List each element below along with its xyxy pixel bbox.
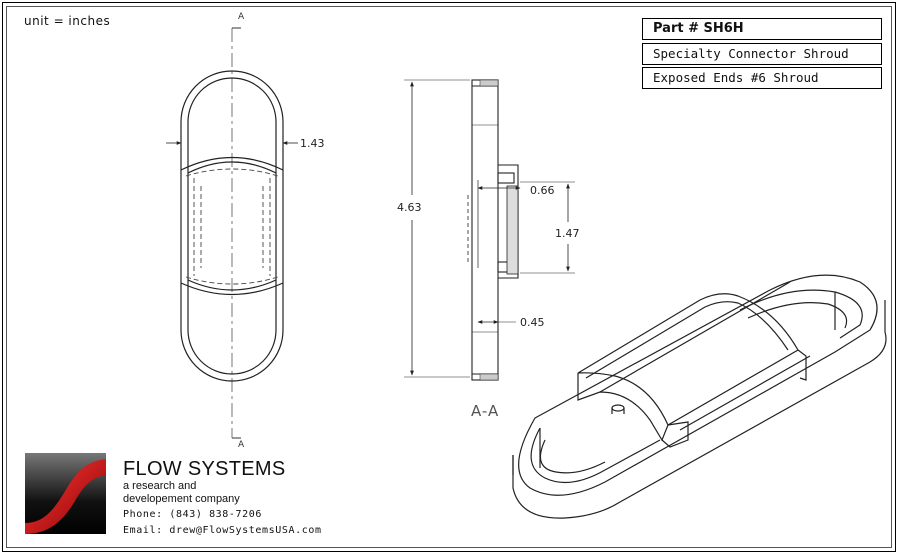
dim-wall-depth: 0.66 [530,184,555,197]
dim-overall-length: 4.63 [397,201,422,214]
section-label-top: A [238,12,245,22]
iso-saddle-top [577,293,799,426]
units-note: unit = inches [24,14,111,28]
company-tagline-1: a research and [123,480,197,492]
drawing-border [6,6,892,548]
company-name: FLOW SYSTEMS [123,458,286,480]
isometric-view [512,274,887,519]
front-view [166,27,298,439]
inner-outline [187,77,277,375]
company-email: Email: drew@FlowSystemsUSA.com [123,525,322,536]
section-view-label: A-A [471,402,500,420]
flow-systems-logo [25,453,106,534]
lower-saddle [180,282,284,296]
section-label-bottom: A [238,440,245,450]
dim-center-span: 1.47 [555,227,580,240]
part-description-box: Exposed Ends #6 Shroud [642,67,882,89]
company-tagline-2: developement company [123,492,240,505]
upper-saddle [180,157,284,171]
iso-outer-top [518,274,878,496]
part-name-box: Specialty Connector Shroud [642,43,882,65]
company-info: FLOW SYSTEMS a research and developement… [123,458,322,537]
dim-base-depth: 0.45 [520,316,545,329]
company-phone: Phone: (843) 838-7206 [123,509,263,520]
part-number-box: Part # SH6H [642,18,882,40]
dim-front-width: 1.43 [300,137,325,150]
outer-outline [180,70,284,382]
section-view [404,79,575,381]
